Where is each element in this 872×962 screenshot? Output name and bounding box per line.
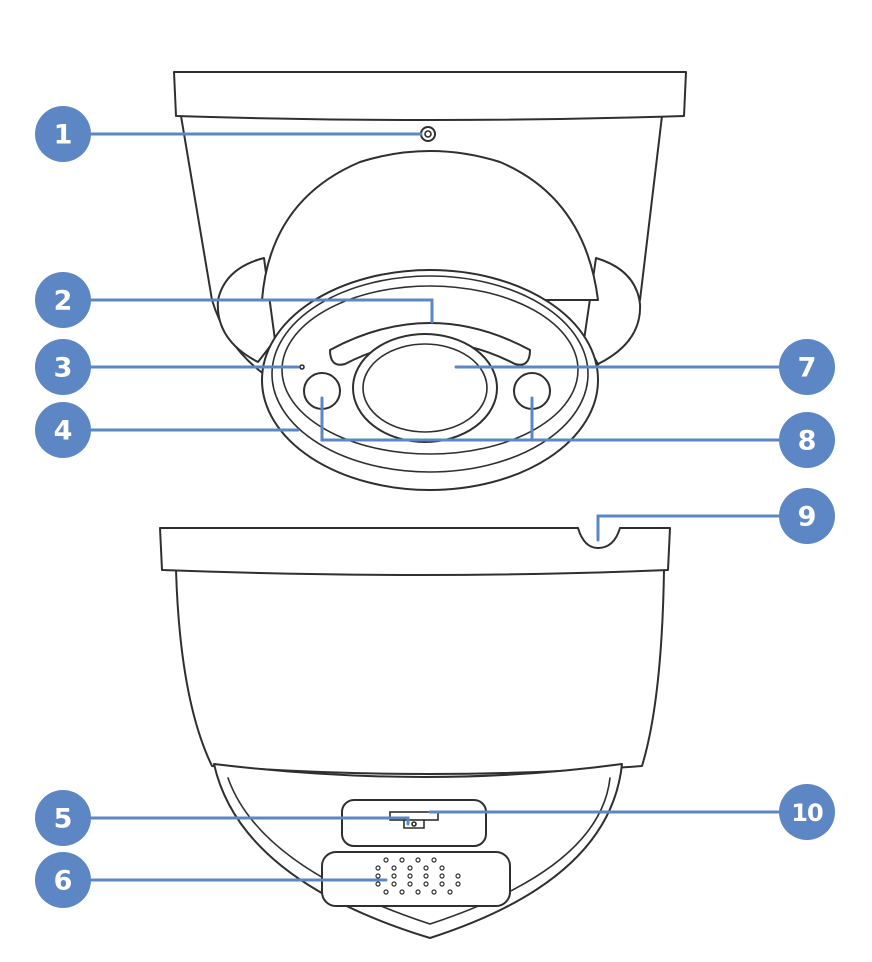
speaker-hole: [375, 881, 381, 887]
speaker-hole: [399, 857, 405, 863]
callout-badge-7: 7: [779, 339, 835, 395]
speaker-hole: [407, 881, 413, 887]
callout-badge-1: 1: [35, 106, 91, 162]
bottom-dome: [175, 569, 665, 775]
callout-label-10: 10: [791, 799, 823, 827]
reset-button-notch: [403, 819, 425, 829]
sd-card-panel: [341, 799, 487, 847]
callout-badge-5: 5: [35, 790, 91, 846]
speaker-hole: [423, 865, 429, 871]
sd-card-slot: [389, 811, 439, 821]
speaker-hole: [423, 881, 429, 887]
speaker-hole: [383, 857, 389, 863]
speaker-hole: [407, 873, 413, 879]
leader-5: [88, 816, 410, 826]
callout-badge-2: 2: [35, 272, 91, 328]
callout-badge-8: 8: [779, 412, 835, 468]
callout-label-8: 8: [798, 426, 817, 457]
main-lens-inner: [362, 343, 488, 433]
main-lens-outer: [352, 333, 498, 443]
speaker-hole: [439, 865, 445, 871]
callout-badge-10: 10: [779, 784, 835, 840]
leader-9: [596, 514, 782, 542]
speaker-hole: [399, 889, 405, 895]
callout-label-4: 4: [54, 416, 73, 447]
speaker-hole: [431, 857, 437, 863]
bottom-mount-rim: [159, 527, 671, 576]
speaker-hole: [375, 865, 381, 871]
bottom-view-camera: [159, 527, 671, 939]
callout-label-1: 1: [54, 120, 73, 151]
mic-hole: [299, 364, 305, 370]
lens-bezel-inner: [281, 285, 579, 455]
bottom-base-inner: [227, 777, 611, 925]
speaker-hole: [439, 881, 445, 887]
reset-button: [411, 821, 417, 827]
spotlight-bar: [329, 322, 531, 366]
callout-badges: 1 2 3 4 5 6 7 8: [35, 106, 835, 908]
callout-label-3: 3: [54, 353, 73, 384]
speaker-hole: [407, 865, 413, 871]
camera-ball: [261, 150, 599, 301]
callout-label-2: 2: [54, 286, 73, 317]
speaker-grille: [375, 857, 461, 895]
front-right-tab: [583, 257, 642, 365]
top-screw-center: [424, 130, 432, 138]
callout-badge-6: 6: [35, 852, 91, 908]
speaker-hole: [423, 873, 429, 879]
speaker-hole: [415, 889, 421, 895]
callout-label-7: 7: [798, 353, 817, 384]
callout-label-9: 9: [798, 502, 817, 533]
speaker-hole: [455, 881, 461, 887]
front-view-camera: [173, 71, 687, 491]
lens-bezel-mid: [271, 275, 589, 473]
callout-label-6: 6: [54, 866, 73, 897]
callout-badge-3: 3: [35, 339, 91, 395]
speaker-hole: [455, 873, 461, 879]
speaker-hole: [391, 873, 397, 879]
leader-lines: [88, 132, 782, 882]
speaker-hole: [383, 889, 389, 895]
front-mount-ring: [173, 71, 687, 121]
speaker-hole: [439, 873, 445, 879]
callout-label-5: 5: [54, 804, 73, 835]
speaker-hole: [431, 889, 437, 895]
top-screw: [420, 126, 436, 142]
speaker-hole: [415, 857, 421, 863]
leader-2: [88, 298, 434, 324]
callout-badge-9: 9: [779, 488, 835, 544]
speaker-hole: [447, 889, 453, 895]
speaker-hole: [391, 881, 397, 887]
speaker-hole: [375, 873, 381, 879]
front-left-tab: [216, 257, 276, 363]
leader-8: [320, 396, 782, 442]
speaker-hole: [391, 865, 397, 871]
callout-badge-4: 4: [35, 402, 91, 458]
